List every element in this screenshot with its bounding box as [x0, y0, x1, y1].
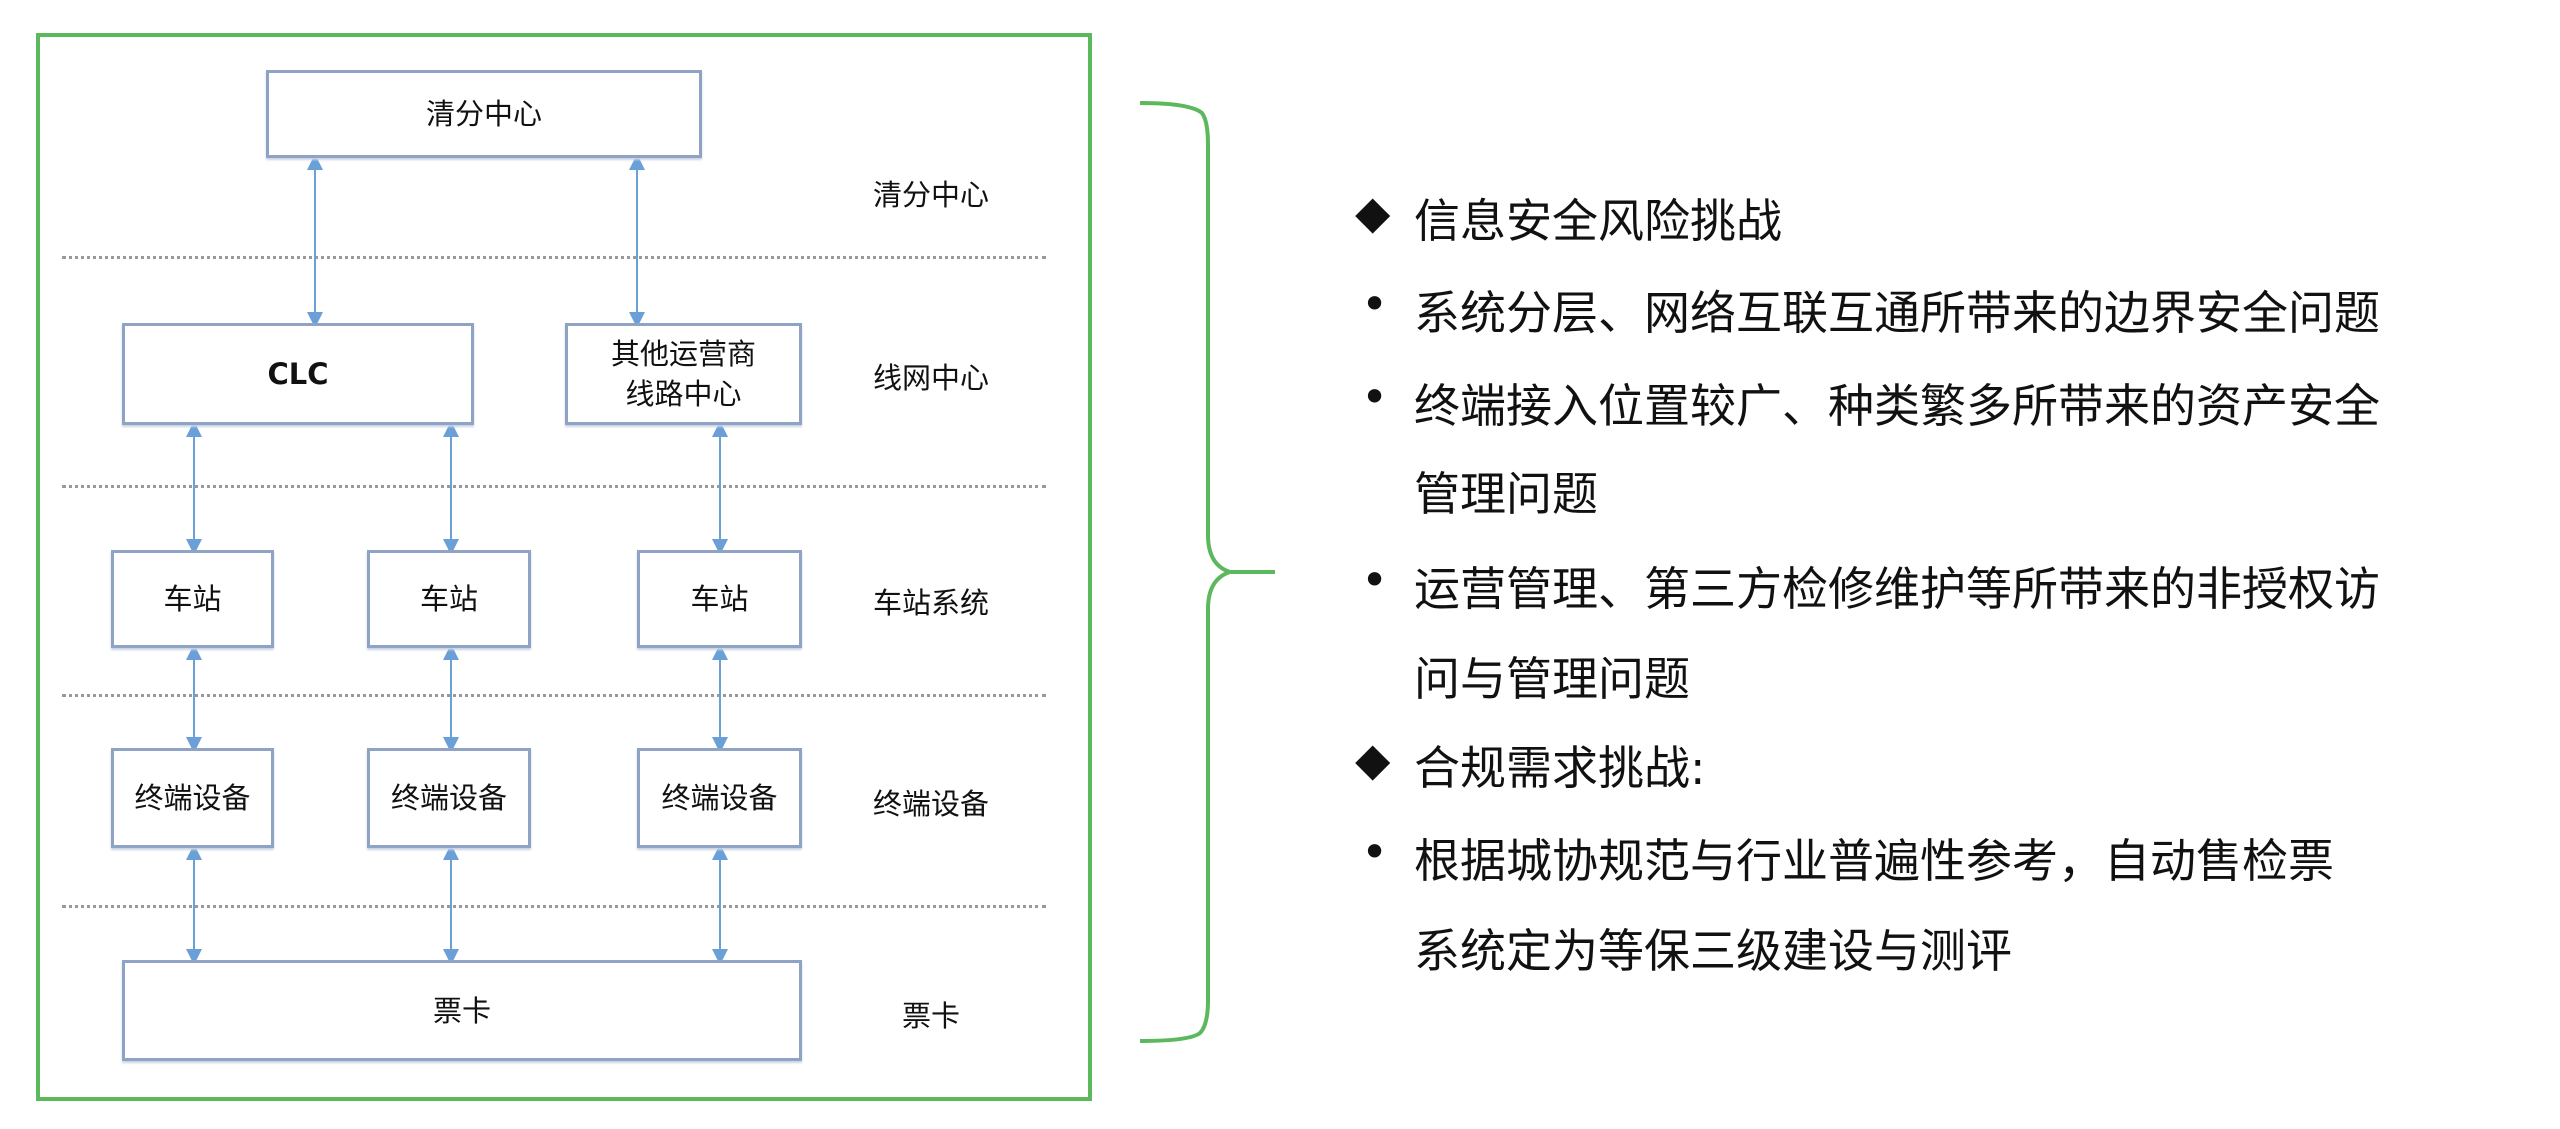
- station-box: 车站: [637, 550, 802, 648]
- station-box: 车站: [111, 550, 274, 648]
- layer-label: 清分中心: [872, 178, 989, 212]
- dot-bullet-icon: •: [1361, 370, 1389, 424]
- layer-divider: [62, 905, 1046, 908]
- layer-label: 线网中心: [872, 361, 989, 395]
- box-label: 票卡: [432, 993, 491, 1028]
- box-label: 终端设备: [661, 781, 778, 815]
- diamond-bullet-icon: ◆: [1355, 732, 1391, 786]
- layer-label: 终端设备: [872, 787, 989, 821]
- box-label: 车站: [419, 582, 478, 616]
- ticket-card-box: 票卡: [122, 960, 802, 1061]
- item-text: 运营管理、第三方检修维护等所带来的非授权访: [1414, 562, 2380, 616]
- terminal-box: 终端设备: [111, 748, 274, 848]
- layer-divider: [62, 694, 1046, 697]
- diagram-frame: [36, 33, 1092, 1101]
- box-label: CLC: [267, 357, 329, 391]
- clc-box: CLC: [122, 323, 474, 425]
- box-label: 终端设备: [390, 781, 507, 815]
- other-operator-line-center-box: 其他运营商线路中心: [565, 323, 802, 425]
- section-heading: 信息安全风险挑战: [1414, 194, 1782, 248]
- clearing-center-box: 清分中心: [266, 70, 702, 158]
- connection-arrows: [186, 154, 728, 965]
- item-text: 管理问题: [1414, 467, 1598, 521]
- box-label: 车站: [690, 582, 749, 616]
- layer-divider: [62, 256, 1046, 259]
- dot-bullet-icon: •: [1361, 553, 1389, 607]
- box-label: 其他运营商: [610, 337, 756, 371]
- box-label: 车站: [163, 582, 222, 616]
- item-text: 问与管理问题: [1414, 652, 1690, 706]
- box-label: 清分中心: [425, 97, 542, 131]
- layer-label: 票卡: [901, 999, 960, 1033]
- dot-bullet-icon: •: [1361, 277, 1389, 331]
- layer-divider: [62, 485, 1046, 488]
- dot-bullet-icon: •: [1361, 825, 1389, 879]
- item-text: 终端接入位置较广、种类繁多所带来的资产安全: [1414, 379, 2380, 433]
- item-text: 系统分层、网络互联互通所带来的边界安全问题: [1414, 286, 2380, 340]
- box-label: 终端设备: [134, 781, 251, 815]
- box-label: 线路中心: [625, 377, 742, 411]
- terminal-box: 终端设备: [637, 748, 802, 848]
- station-box: 车站: [367, 550, 531, 648]
- terminal-box: 终端设备: [367, 748, 531, 848]
- curly-brace: [1139, 101, 1275, 1043]
- item-text: 根据城协规范与行业普遍性参考，自动售检票: [1414, 834, 2334, 888]
- item-text: 系统定为等保三级建设与测评: [1414, 924, 2012, 978]
- diamond-bullet-icon: ◆: [1355, 185, 1391, 239]
- section-heading: 合规需求挑战:: [1414, 741, 1706, 795]
- layer-label: 车站系统: [872, 586, 989, 620]
